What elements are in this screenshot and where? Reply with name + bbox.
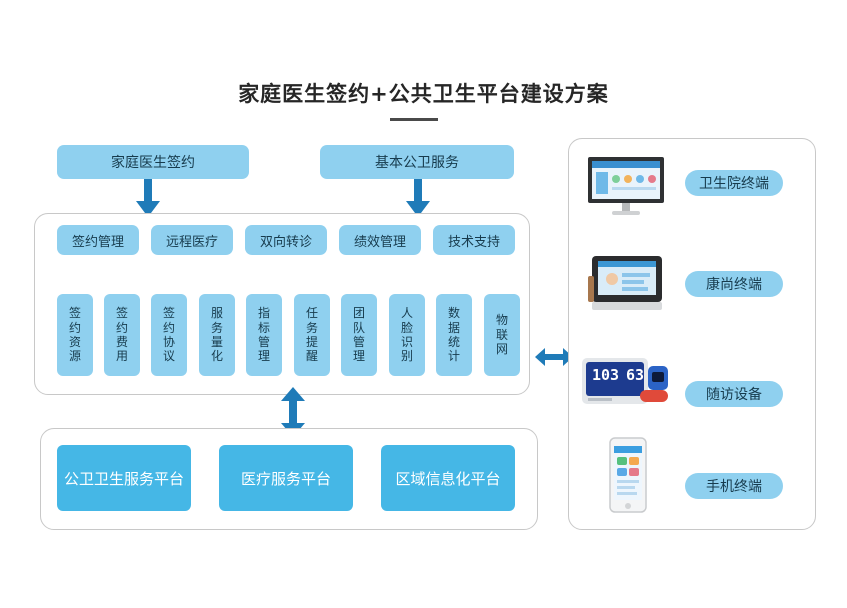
function-char: 资	[68, 335, 81, 349]
function-char: 源	[68, 349, 81, 364]
function-data-statistics: 数 据 统 计	[436, 294, 472, 376]
terminal-health-center: 卫生院终端	[685, 170, 783, 196]
function-iot: 物 联 网	[484, 294, 520, 376]
readout-value-1: 103	[592, 366, 620, 384]
function-char: 别	[400, 349, 413, 364]
function-sign-agreement: 签 约 协 议	[151, 294, 187, 376]
function-char: 队	[352, 320, 365, 335]
function-char: 计	[447, 349, 460, 364]
family-doctor-label: 家庭医生签约	[57, 145, 249, 179]
module-remote-medical: 远程医疗	[151, 225, 233, 255]
function-char: 签	[68, 306, 81, 321]
tablet-terminal-icon	[588, 256, 662, 310]
function-char: 约	[115, 320, 128, 335]
function-char: 网	[495, 342, 508, 357]
function-char: 理	[352, 349, 365, 364]
module-sign-management: 签约管理	[57, 225, 139, 255]
function-char: 脸	[400, 320, 413, 335]
function-char: 据	[447, 320, 460, 335]
phone-icon	[609, 437, 647, 513]
function-char: 物	[495, 313, 508, 328]
function-char: 统	[447, 335, 460, 349]
function-char: 醒	[305, 349, 318, 364]
module-two-way-referral: 双向转诊	[245, 225, 327, 255]
function-char: 务	[305, 320, 318, 335]
platform-regional-info: 区域信息化平台	[381, 445, 515, 511]
terminal-mobile: 手机终端	[685, 473, 783, 499]
function-char: 联	[495, 327, 508, 342]
function-char: 数	[447, 306, 460, 321]
platform-medical-service: 医疗服务平台	[219, 445, 353, 511]
readout-value-2: 63	[625, 366, 644, 384]
device-readout: 103 63	[592, 366, 644, 384]
followup-device-icon	[582, 358, 668, 404]
function-char: 任	[305, 306, 318, 321]
function-char: 理	[257, 349, 270, 364]
function-char: 议	[162, 349, 175, 364]
function-face-recognition: 人 脸 识 别	[389, 294, 425, 376]
function-char: 量	[210, 335, 223, 349]
terminal-kangshang: 康尚终端	[685, 271, 783, 297]
function-char: 人	[400, 306, 413, 321]
function-sign-fees: 签 约 费 用	[104, 294, 140, 376]
function-char: 管	[352, 335, 365, 349]
function-char: 务	[210, 320, 223, 335]
public-health-label: 基本公卫服务	[320, 145, 514, 179]
terminal-followup-device: 随访设备	[685, 381, 783, 407]
function-char: 指	[257, 306, 270, 321]
function-char: 团	[352, 306, 365, 321]
function-sign-resources: 签 约 资 源	[57, 294, 93, 376]
function-service-quantification: 服 务 量 化	[199, 294, 235, 376]
function-char: 协	[162, 335, 175, 349]
down-arrow-right-icon	[406, 179, 430, 217]
page-title: 家庭医生签约+公共卫生平台建设方案	[238, 82, 609, 106]
function-char: 服	[210, 306, 223, 321]
module-performance-management: 绩效管理	[339, 225, 421, 255]
function-char: 约	[68, 320, 81, 335]
function-char: 签	[115, 306, 128, 321]
function-char: 化	[210, 349, 223, 364]
function-char: 用	[115, 349, 128, 364]
platform-public-health: 公卫卫生服务平台	[57, 445, 191, 511]
monitor-icon	[588, 157, 664, 215]
function-task-reminder: 任 务 提 醒	[294, 294, 330, 376]
function-char: 识	[400, 335, 413, 349]
function-indicator-management: 指 标 管 理	[246, 294, 282, 376]
function-char: 管	[257, 335, 270, 349]
function-char: 标	[257, 320, 270, 335]
function-char: 约	[162, 320, 175, 335]
down-arrow-left-icon	[136, 179, 160, 217]
function-char: 提	[305, 335, 318, 349]
function-team-management: 团 队 管 理	[341, 294, 377, 376]
title-underline	[390, 118, 438, 121]
module-tech-support: 技术支持	[433, 225, 515, 255]
function-char: 费	[115, 335, 128, 349]
function-char: 签	[162, 306, 175, 321]
